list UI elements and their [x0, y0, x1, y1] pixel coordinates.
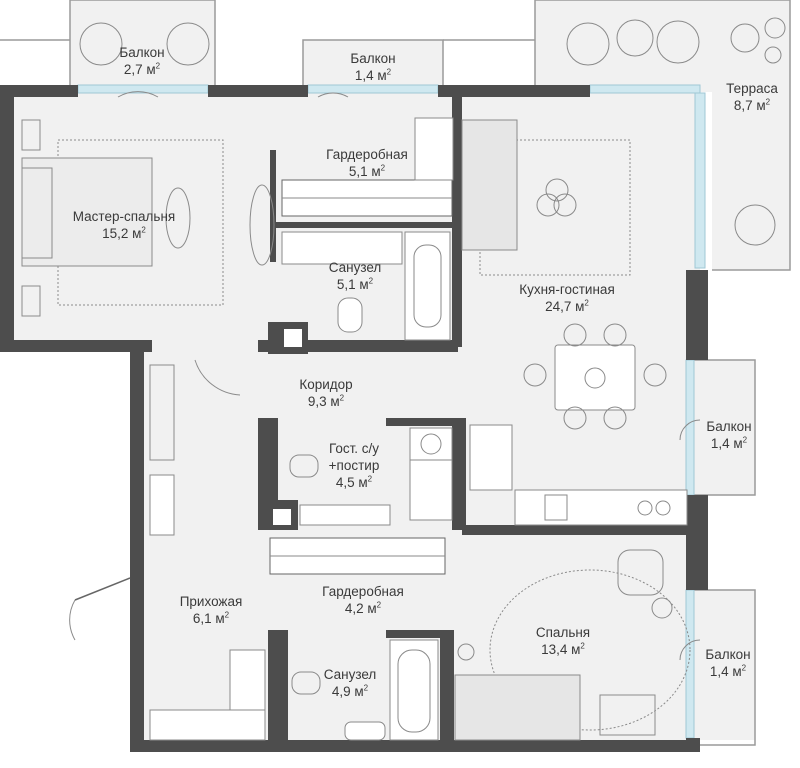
floors [10, 0, 790, 750]
area-superscript: 2 [224, 610, 230, 620]
room-label-wardrobe-1: Гардеробная 5,1 м2 [326, 146, 408, 180]
furniture [21, 17, 786, 741]
area-superscript: 2 [386, 67, 392, 77]
entrance-door [74, 577, 131, 601]
room-name: Гардеробная [322, 584, 404, 599]
room-name: Прихожая [179, 594, 243, 609]
area-superscript: 2 [363, 683, 369, 693]
room-label-balcony-2: Балкон 1,4 м2 [350, 50, 395, 84]
room-area: 5,1 м [348, 164, 381, 179]
area-superscript: 2 [742, 435, 748, 445]
area-superscript: 2 [367, 474, 373, 484]
room-area: 1,4 м [710, 436, 743, 451]
room-name: Гост. с/у [328, 441, 380, 456]
area-superscript: 2 [580, 641, 585, 651]
room-label-balcony-4: Балкон 1,4 м2 [705, 646, 750, 680]
area-superscript: 2 [339, 393, 345, 403]
room-name: Гардеробная [326, 147, 408, 162]
room-area: 24,7 м [545, 299, 585, 314]
walls [0, 85, 708, 752]
room-area: 1,4 м [354, 68, 387, 83]
room-label-bathroom-1: Санузел 5,1 м2 [329, 259, 382, 293]
room-name: Спальня [535, 625, 591, 640]
room-area: 13,4 м [541, 642, 581, 657]
room-label-balcony-1: Балкон 2,7 м2 [119, 44, 164, 78]
room-name: Балкон [350, 51, 396, 66]
balcony-outlines [0, 0, 791, 746]
area-superscript: 2 [584, 298, 589, 308]
room-area: 4,5 м [335, 475, 368, 490]
room-name: Коридор [299, 377, 353, 392]
room-label-master-bedroom: Мастер-спальня 15,2 м2 [73, 208, 175, 242]
room-label-corridor: Коридор 9,3 м2 [299, 376, 352, 410]
area-superscript: 2 [741, 663, 747, 673]
room-label-kitchen-living: Кухня-гостиная 24,7 м2 [519, 281, 615, 315]
room-name-line2: +постир [328, 458, 380, 473]
area-superscript: 2 [765, 97, 771, 107]
room-area: 5,1 м [336, 277, 369, 292]
room-label-hallway: Прихожая 6,1 м2 [180, 593, 243, 627]
room-name: Балкон [119, 45, 165, 60]
area-superscript: 2 [380, 163, 386, 173]
room-label-guest-wc: Гост. с/у +постир 4,5 м2 [329, 440, 380, 491]
room-name: Терраса [726, 81, 778, 96]
room-area: 8,7 м [733, 98, 766, 113]
room-name: Кухня-гостиная [519, 282, 615, 297]
room-label-bathroom-2: Санузел 4,9 м2 [324, 666, 377, 700]
room-name: Балкон [705, 647, 751, 662]
room-label-balcony-3: Балкон 1,4 м2 [706, 418, 751, 452]
room-label-wardrobe-2: Гардеробная 4,2 м2 [322, 583, 404, 617]
room-name: Мастер-спальня [72, 209, 176, 224]
room-name: Балкон [706, 419, 752, 434]
room-area: 6,1 м [192, 611, 225, 626]
area-superscript: 2 [155, 61, 161, 71]
room-area: 15,2 м [102, 226, 142, 241]
room-name: Санузел [328, 260, 382, 275]
area-superscript: 2 [141, 225, 146, 235]
room-name: Санузел [323, 667, 377, 682]
room-area: 4,9 м [331, 684, 364, 699]
area-superscript: 2 [376, 600, 382, 610]
room-area: 1,4 м [709, 664, 742, 679]
room-area: 4,2 м [344, 601, 377, 616]
room-label-bedroom: Спальня 13,4 м2 [536, 624, 590, 658]
area-superscript: 2 [368, 276, 374, 286]
room-label-terrace: Терраса 8,7 м2 [726, 80, 778, 114]
room-area: 9,3 м [307, 394, 340, 409]
wall-pillars [271, 327, 304, 527]
room-area: 2,7 м [123, 62, 156, 77]
